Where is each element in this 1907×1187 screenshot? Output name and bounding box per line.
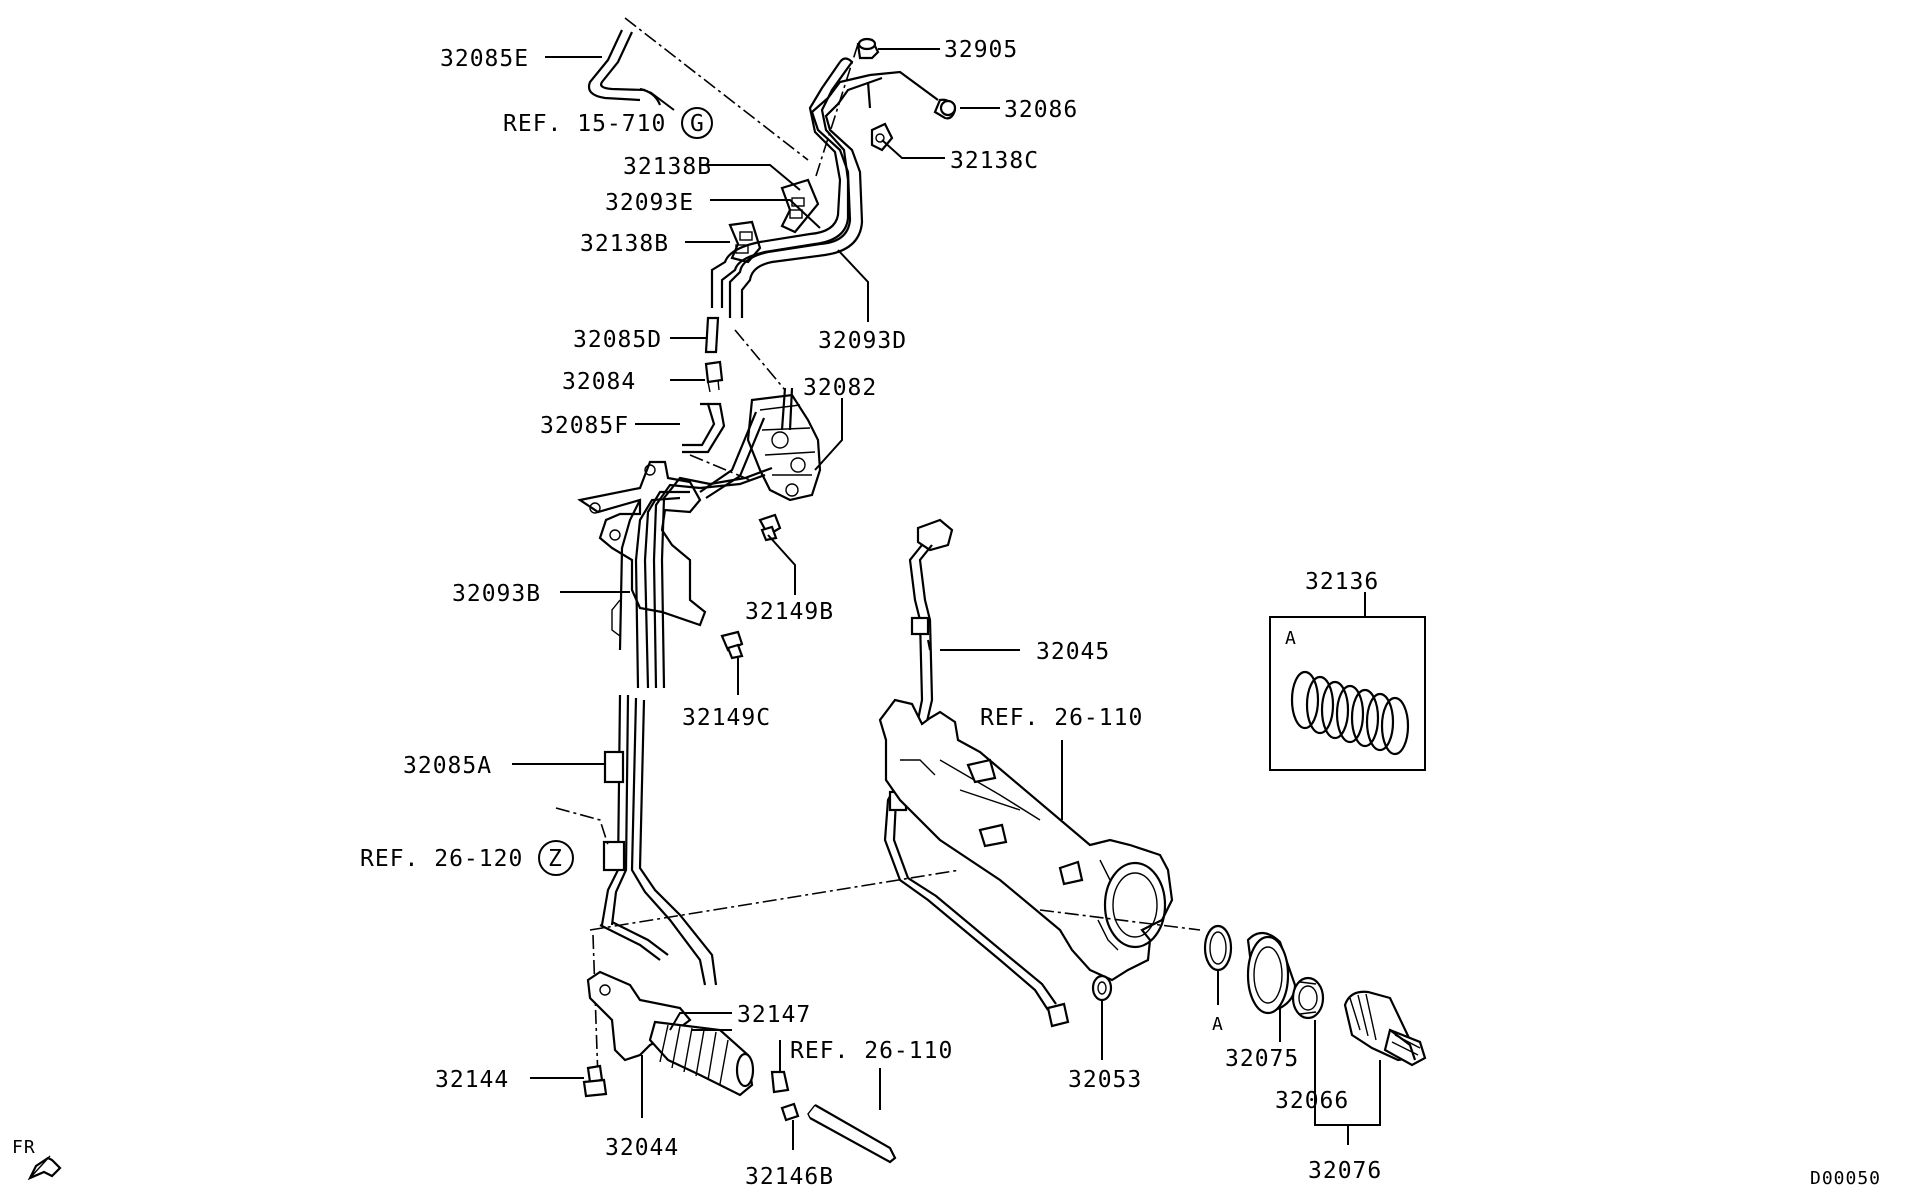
bolt-32144: [582, 1064, 608, 1098]
bracket-32093B: [577, 460, 707, 651]
label-32093E: 32093E: [605, 190, 694, 216]
bearing-32066: [1291, 976, 1325, 1020]
dash-valve: [734, 329, 786, 391]
label-ref-26-110-b: REF. 26-110: [790, 1038, 953, 1064]
diagram-id: D00050: [1810, 1168, 1881, 1187]
pipes-32085A: [599, 694, 718, 986]
direction-label: FR: [12, 1137, 36, 1158]
label-32085D: 32085D: [573, 327, 662, 353]
label-32044: 32044: [605, 1135, 679, 1161]
label-32136: 32136: [1305, 569, 1379, 595]
cap-32905: [856, 37, 880, 60]
leader-lines: [512, 48, 1381, 1150]
seal-mark-a: A: [1212, 1014, 1224, 1035]
shaft-32076: [1343, 990, 1427, 1067]
label-32075: 32075: [1225, 1046, 1299, 1072]
label-32066: 32066: [1275, 1088, 1349, 1114]
label-32093D: 32093D: [818, 328, 907, 354]
label-32144: 32144: [435, 1067, 509, 1093]
pipes-32093B: [634, 466, 773, 689]
dash-pipe: [815, 43, 859, 177]
label-32085A: 32085A: [403, 753, 492, 779]
bolt-32149B: [758, 513, 782, 542]
pin-32146B: [780, 1102, 800, 1122]
label-32086: 32086: [1004, 97, 1078, 123]
label-32045: 32045: [1036, 639, 1110, 665]
label-32085E: 32085E: [440, 46, 529, 72]
front-direction-arrow-icon: [27, 1155, 62, 1181]
rod-ref-26-110: [807, 1104, 897, 1164]
label-32085F: 32085F: [540, 413, 629, 439]
label-32138B-2: 32138B: [580, 231, 669, 257]
circle-mark-z: [538, 840, 574, 876]
pin-32147: [770, 1070, 790, 1094]
seal-A: [1203, 924, 1233, 972]
cylinder-32044: [586, 970, 755, 1097]
sleeve-32075: [1246, 931, 1297, 1015]
clip-32138B-1: [780, 178, 820, 234]
dash-ref-g: [624, 17, 809, 161]
kit-mark-a: A: [1285, 628, 1297, 649]
label-32082: 32082: [803, 375, 877, 401]
circle-mark-g: [681, 107, 713, 139]
dash-housing: [1039, 909, 1201, 931]
label-32093B: 32093B: [452, 581, 541, 607]
housing-ref-26-110: [878, 698, 1174, 982]
label-32149C: 32149C: [682, 705, 771, 731]
label-32149B: 32149B: [745, 599, 834, 625]
label-32076: 32076: [1308, 1158, 1382, 1184]
label-ref-26-110-a: REF. 26-110: [980, 705, 1143, 731]
label-ref-15-710: REF. 15-710: [503, 111, 666, 137]
hose-32085D: [704, 316, 720, 354]
label-32905: 32905: [944, 37, 1018, 63]
circle-label-g: G: [690, 111, 705, 137]
kit-box-32136: [1269, 616, 1426, 771]
clip-32138B-2: [728, 220, 762, 264]
pipe-32093E: [710, 57, 853, 308]
label-32138B-1: 32138B: [623, 154, 712, 180]
label-ref-26-120: REF. 26-120: [360, 846, 523, 872]
pipe-32093D: [728, 70, 939, 318]
dash-lower: [592, 934, 599, 1081]
cap-32086: [933, 98, 957, 120]
circle-label-z: Z: [548, 846, 563, 872]
hose-32085E: [587, 29, 662, 106]
dash-ref-z: [555, 807, 609, 846]
label-32053: 32053: [1068, 1067, 1142, 1093]
hose-32085F: [682, 402, 726, 454]
oring-32053: [1091, 974, 1113, 1002]
dash-valve-2: [689, 454, 751, 481]
dash-rod: [589, 869, 961, 931]
label-32147: 32147: [737, 1002, 811, 1028]
label-32146B: 32146B: [745, 1164, 834, 1187]
label-32138C: 32138C: [950, 148, 1039, 174]
bolt-32149C: [720, 630, 744, 660]
connector-32084: [704, 360, 724, 393]
label-32084: 32084: [562, 369, 636, 395]
